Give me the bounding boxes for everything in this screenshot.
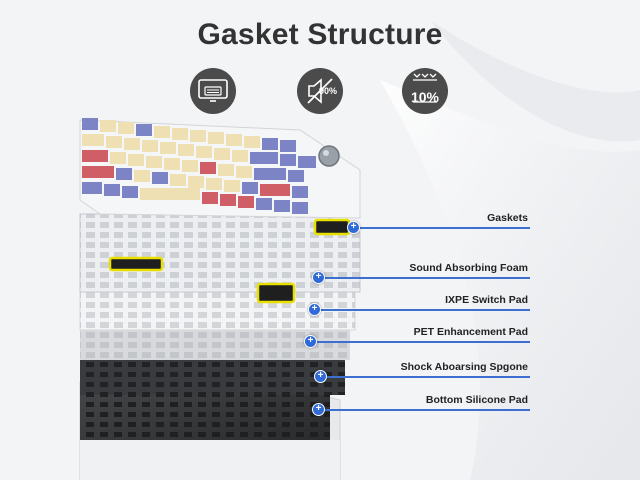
callout-line-ixpe [316,309,530,311]
label-pet: PET Enhancement Pad [413,326,528,338]
gasket-strip-left [108,256,164,272]
keycaps [82,118,316,214]
callout-line-gaskets [355,227,530,229]
mute-percent-text: 90% [318,86,337,96]
callout-line-pet [312,341,530,343]
label-bottom-pad: Bottom Silicone Pad [425,394,528,406]
callout-dot-sound-foam: + [312,271,325,284]
gasket-strip-right [256,282,296,304]
label-gaskets: Gaskets [487,212,528,224]
gasket-strip-top [313,218,351,236]
callout-dot-gaskets: + [347,221,360,234]
volume-knob [318,145,340,167]
callout-line-sound-foam [320,277,530,279]
callout-dot-shock: + [314,370,327,383]
callout-dot-bottom-pad: + [312,403,325,416]
mute-percent-icon: 90% [297,68,343,114]
callout-dot-pet: + [304,335,317,348]
keyboard-screen-icon [190,68,236,114]
callout-dot-ixpe: + [308,303,321,316]
page-title: Gasket Structure [197,18,443,51]
compress-percent-icon: 10% [402,68,448,114]
callout-line-shock [322,376,530,378]
label-ixpe: IXPE Switch Pad [445,294,528,306]
callout-line-bottom-pad [320,409,530,411]
label-shock: Shock Aboarsing Spgone [400,361,528,373]
label-sound-foam: Sound Absorbing Foam [409,262,528,274]
compress-percent-text: 10% [410,89,440,105]
